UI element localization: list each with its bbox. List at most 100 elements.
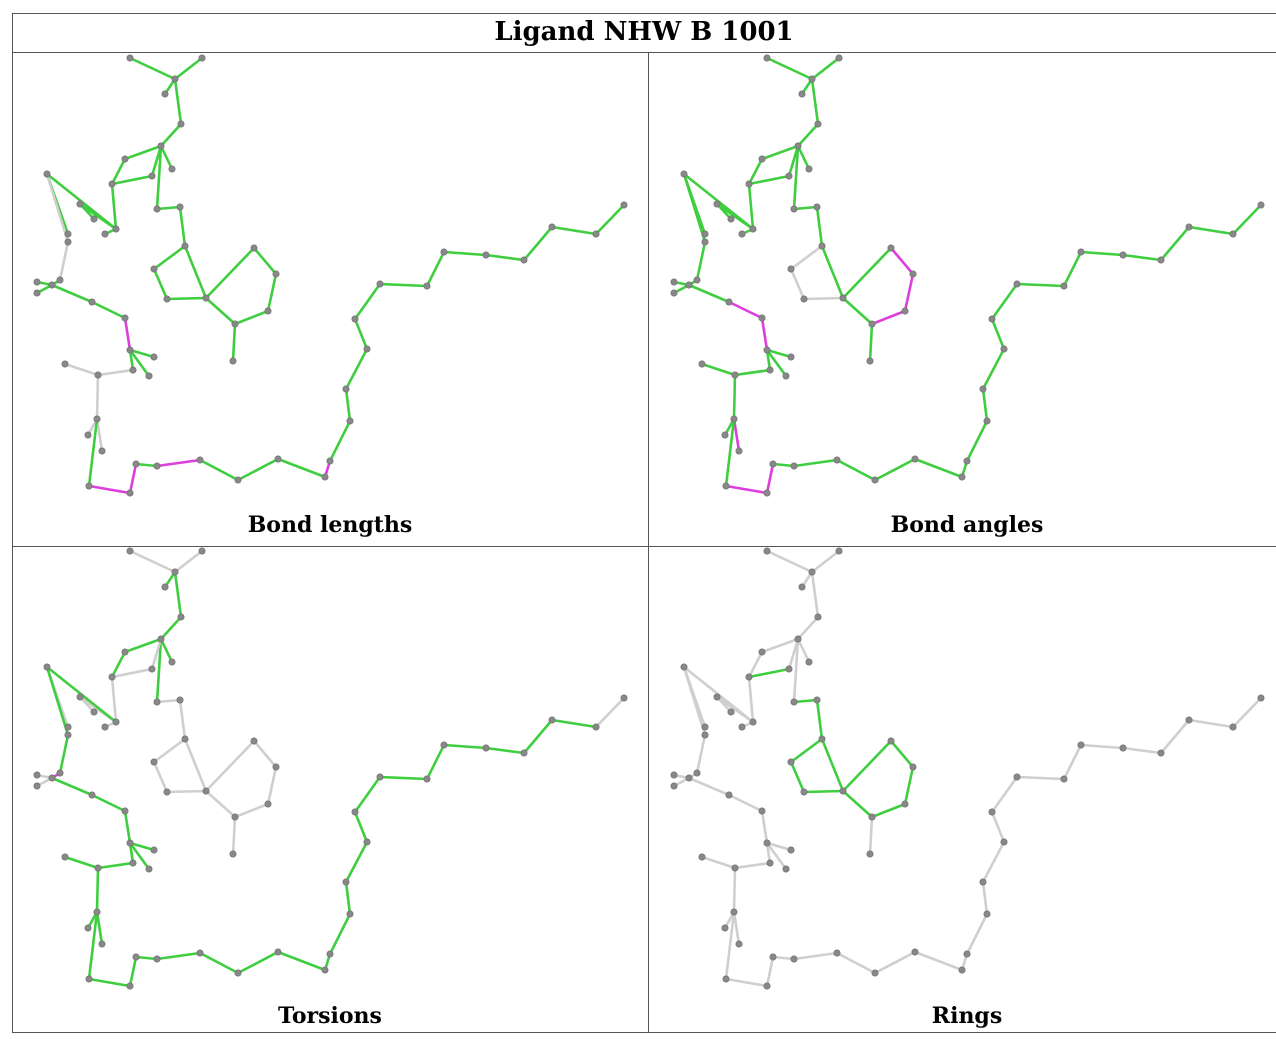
bond-61 [889, 739, 915, 769]
atom-21 [33, 278, 41, 286]
atom-46 [376, 773, 384, 781]
molecule-bond-angles [670, 54, 1265, 497]
atom-25 [150, 353, 158, 361]
bond-42 [965, 419, 989, 463]
atom-49 [1119, 251, 1127, 259]
atom-56 [150, 265, 158, 273]
bond-36 [134, 955, 159, 961]
atom-48 [1077, 248, 1085, 256]
bond-49 [1079, 250, 1125, 257]
atom-28 [731, 371, 739, 379]
bond-4 [796, 122, 820, 148]
atom-42 [346, 910, 354, 918]
bond-6 [796, 637, 811, 664]
bond-37 [792, 458, 839, 468]
caption-torsions: Torsions [278, 1003, 382, 1029]
atom-19 [48, 281, 56, 289]
atom-15 [90, 708, 98, 716]
bond-34 [87, 977, 132, 988]
bond-10 [110, 174, 154, 186]
bond-24 [760, 809, 769, 845]
bond-22 [687, 776, 731, 797]
bond-7 [155, 637, 163, 704]
bond-18 [695, 240, 707, 282]
title-cell: Ligand NHW B 1001 [12, 13, 1276, 53]
atom-5 [157, 635, 165, 643]
bond-61 [252, 246, 278, 276]
atom-10 [745, 180, 753, 188]
bond-50 [1121, 746, 1163, 755]
bond-33 [724, 417, 736, 488]
atom-36 [153, 955, 161, 963]
bond-9 [747, 650, 764, 679]
atom-38 [871, 969, 879, 977]
bond-64 [841, 296, 874, 326]
bond-51 [522, 225, 554, 262]
atom-20 [33, 782, 41, 790]
atom-8 [153, 205, 161, 213]
atom-31 [735, 447, 743, 455]
bond-11 [747, 182, 755, 231]
atom-60 [909, 270, 917, 278]
atom-7 [168, 658, 176, 666]
atom-28 [94, 864, 102, 872]
bond-1 [810, 56, 841, 81]
atom-14 [43, 170, 51, 178]
atom-5 [794, 635, 802, 643]
bond-59 [183, 737, 208, 793]
atom-6 [758, 648, 766, 656]
bond-60 [204, 246, 256, 300]
bond-33 [724, 910, 736, 981]
bond-31 [732, 910, 741, 946]
bond-47 [378, 775, 429, 781]
bond-31 [95, 417, 104, 453]
bond-37 [155, 951, 202, 961]
bond-50 [484, 253, 526, 262]
atom-32 [84, 924, 92, 932]
bond-26 [128, 348, 151, 378]
atom-27 [129, 366, 137, 374]
atom-60 [272, 270, 280, 278]
atom-20 [33, 289, 41, 297]
atom-30 [730, 415, 738, 423]
atom-51 [548, 716, 556, 724]
atom-26 [145, 865, 153, 873]
atom-6 [121, 155, 129, 163]
bond-40 [913, 950, 964, 972]
bond-47 [1015, 775, 1066, 781]
atom-35 [769, 460, 777, 468]
atom-45 [351, 315, 359, 323]
atom-8 [790, 698, 798, 706]
bond-3 [810, 570, 820, 619]
bond-48 [1062, 743, 1083, 781]
bond-1 [173, 56, 204, 81]
atom-49 [482, 744, 490, 752]
atom-48 [1077, 741, 1085, 749]
bond-17 [45, 665, 70, 737]
atom-57 [163, 788, 171, 796]
panel-rings: Rings [649, 547, 1276, 1039]
bond-42 [328, 419, 352, 463]
atom-0 [763, 547, 771, 555]
bond-26 [765, 348, 788, 378]
atom-26 [782, 372, 790, 380]
atom-51 [548, 223, 556, 231]
atom-44 [1000, 838, 1008, 846]
atom-54 [176, 696, 184, 704]
bond-8 [150, 144, 163, 178]
bond-4 [796, 615, 820, 641]
bond-45 [353, 317, 369, 351]
atom-58 [839, 294, 847, 302]
atom-34 [126, 982, 134, 990]
atom-18 [56, 769, 64, 777]
bond-24 [123, 809, 132, 845]
atom-60 [272, 763, 280, 771]
bond-24 [760, 316, 769, 352]
atom-9 [785, 172, 793, 180]
bond-64 [204, 789, 237, 819]
bond-53 [1231, 203, 1263, 236]
atom-19 [685, 281, 693, 289]
atom-37 [196, 949, 204, 957]
atom-0 [126, 547, 134, 555]
atom-15 [727, 215, 735, 223]
